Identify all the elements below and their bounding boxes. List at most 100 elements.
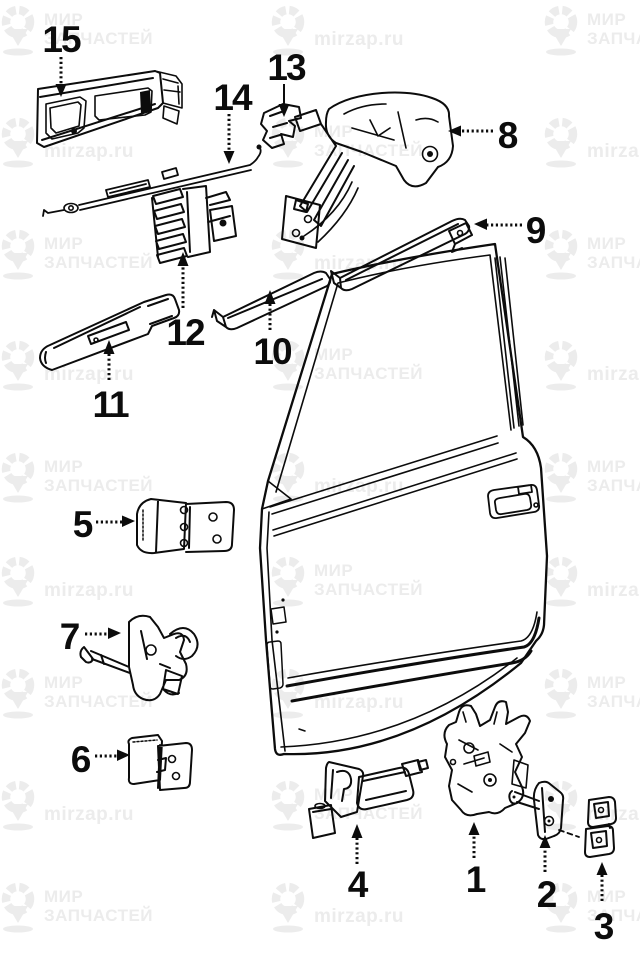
lock-cam <box>483 773 497 787</box>
part-4-lock-actuator <box>308 759 429 839</box>
handle-details <box>303 103 439 243</box>
linkage-hole <box>219 219 227 227</box>
watermark-brand-url: mirzap.ru <box>268 227 404 281</box>
lock-cylinder-center <box>427 151 433 157</box>
part-11-interior-pull-handle <box>39 293 181 371</box>
keyhole <box>533 502 539 508</box>
callout-arrowhead <box>55 84 67 97</box>
callout-arrowhead <box>596 862 608 875</box>
strip-a <box>330 217 473 292</box>
bezel-cutouts <box>45 87 153 140</box>
callout-arrowhead <box>103 340 115 354</box>
striker-ring <box>543 815 555 827</box>
hinge-hole <box>208 512 218 522</box>
map-pin-gear-logo-icon <box>544 340 578 391</box>
callout-arrowhead <box>448 125 461 137</box>
watermark-url-text: mirzap.ru <box>314 692 405 713</box>
pull-handle-outline <box>39 293 181 371</box>
molding-band-lines <box>285 616 541 703</box>
callouts: 1 2 3 4 5 <box>42 19 615 947</box>
callout-arrowhead <box>177 252 189 266</box>
watermark-url-text: mirzap.ru <box>44 141 135 162</box>
callout-arrowhead <box>117 749 130 761</box>
part-number-label: 14 <box>213 77 253 118</box>
map-pin-gear-logo-icon <box>271 5 305 56</box>
map-pin-gear-logo-icon <box>1 229 35 280</box>
clips-outline <box>584 796 617 858</box>
watermark-url-text: mirzap.ru <box>44 364 135 385</box>
rod-lines <box>42 147 262 217</box>
map-pin-gear-logo-icon <box>544 5 578 56</box>
callout-7: 7 <box>60 616 121 657</box>
door-outline <box>258 242 549 756</box>
part-number-label: 15 <box>42 19 81 60</box>
part-number-label: 5 <box>73 504 93 545</box>
exterior-handle-recess <box>487 483 541 520</box>
check-pivot <box>145 644 157 656</box>
part-number-label: 6 <box>71 739 91 780</box>
callout-10: 10 <box>253 290 294 372</box>
rod-eyelet-hole <box>68 205 75 212</box>
part-8-outside-handle-assembly <box>281 91 454 249</box>
map-pin-gear-logo-icon <box>271 780 305 831</box>
part-number-label: 7 <box>60 616 79 657</box>
callout-15: 15 <box>42 19 83 97</box>
watermark-brand-url: mirzap.ru <box>541 115 640 169</box>
lock-outline <box>443 700 531 817</box>
actuator-outline <box>308 759 429 839</box>
watermark-url-text: mirzap.ru <box>587 364 640 385</box>
striker-pin-tip <box>512 795 516 799</box>
clip-outline <box>260 103 302 149</box>
lock-details <box>457 711 529 793</box>
bracket-hole <box>303 214 313 224</box>
hinge-hole <box>167 754 177 764</box>
watermark-url-text: mirzap.ru <box>314 906 405 927</box>
edge-dot <box>281 598 285 602</box>
callout-9: 9 <box>474 210 548 251</box>
map-pin-gear-logo-icon <box>544 229 578 280</box>
striker-outline <box>508 780 565 841</box>
map-pin-gear-logo-icon <box>1 780 35 831</box>
callout-13: 13 <box>267 47 308 117</box>
map-pin-gear-logo-icon <box>271 882 305 933</box>
watermark-url-text: mirzap.ru <box>44 804 135 825</box>
map-pin-gear-logo-icon <box>1 340 35 391</box>
callout-arrowhead <box>474 218 487 230</box>
door-shell-drawing <box>258 242 549 756</box>
lever-bar <box>140 90 151 114</box>
map-pin-gear-logo-icon <box>1 117 35 168</box>
map-pin-gear-logo-icon <box>1 5 35 56</box>
part-10-belt-molding <box>211 270 332 331</box>
watermark-brand-url: mirzap.ru <box>541 338 640 392</box>
part-7-door-check <box>79 614 199 702</box>
part-number-label: 13 <box>267 47 306 88</box>
front-hem-line <box>266 511 286 752</box>
map-pin-gear-logo-icon <box>544 556 578 607</box>
callout-arrowhead <box>278 104 290 117</box>
handle-screw <box>93 337 99 343</box>
watermark-brand-url: mirzap.ru <box>268 3 404 57</box>
part-number-label: 4 <box>348 864 369 905</box>
part-2-striker-plate <box>508 780 565 841</box>
bottom-hem-line <box>280 657 518 748</box>
callout-5: 5 <box>73 504 135 545</box>
watermark-brand-url: mirzap.ru <box>0 338 134 392</box>
handle-detail <box>71 128 77 134</box>
map-pin-gear-logo-icon <box>1 882 35 933</box>
strip-clip-hole <box>456 229 464 237</box>
watermark-brand-url: mirzap.ru <box>268 880 404 934</box>
watermark-url-text: mirzap.ru <box>44 580 135 601</box>
part-3-lock-clips <box>558 796 617 858</box>
